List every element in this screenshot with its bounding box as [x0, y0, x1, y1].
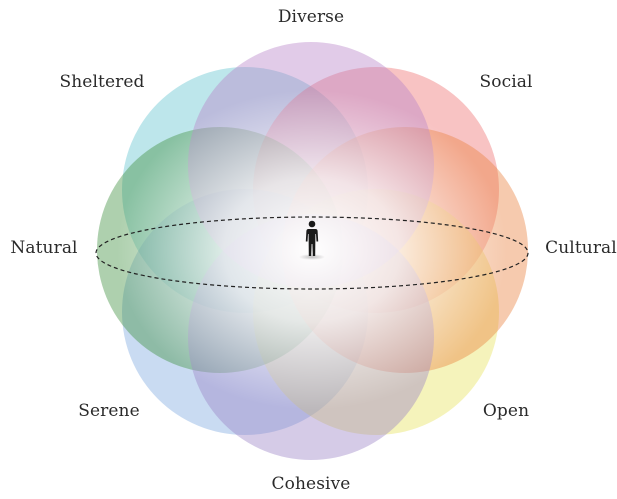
- figure-shadow: [299, 254, 325, 260]
- label-serene: Serene: [78, 401, 140, 421]
- label-open: Open: [482, 401, 530, 421]
- label-natural: Natural: [10, 238, 78, 258]
- horizon-ellipse: [95, 216, 529, 290]
- label-diverse: Diverse: [277, 7, 345, 27]
- person-icon: [305, 220, 319, 256]
- label-cultural: Cultural: [545, 238, 617, 258]
- label-sheltered: Sheltered: [59, 72, 145, 92]
- label-social: Social: [479, 72, 533, 92]
- center-glow: [117, 90, 507, 410]
- label-cohesive: Cohesive: [271, 474, 351, 494]
